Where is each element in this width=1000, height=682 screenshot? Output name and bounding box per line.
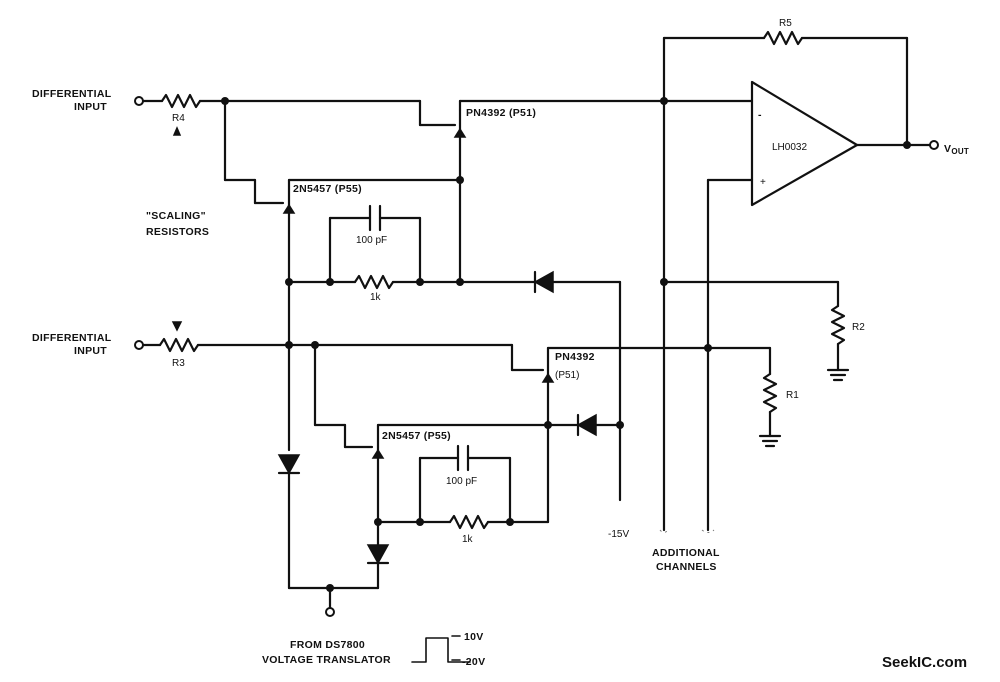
channel-1	[134, 93, 666, 502]
scaling-label-line1: "SCALING"	[146, 210, 206, 222]
control-line	[277, 280, 471, 663]
q4-label: 2N5457 (P55)	[382, 430, 451, 442]
r4-label: R4	[172, 113, 185, 124]
diode-1	[533, 270, 554, 294]
labels: DIFFERENTIAL INPUT R4 "SCALING" RESISTOR…	[32, 18, 969, 671]
resistor-r1	[762, 372, 778, 414]
diode-4	[366, 544, 390, 565]
r3-label: R3	[172, 358, 185, 369]
input-1-label-line2: INPUT	[74, 101, 107, 113]
q1-label: PN4392 (P51)	[466, 107, 536, 119]
res1k-a-label: 1k	[370, 292, 382, 303]
channel-2	[134, 321, 772, 530]
c2-label: 100 pF	[446, 476, 477, 487]
scaling-label-line2: RESISTORS	[146, 226, 209, 238]
resistor-r5	[762, 30, 804, 46]
vout-terminal	[929, 140, 939, 150]
neg15v-label: -15V	[608, 529, 629, 540]
opamp-label: LH0032	[772, 142, 807, 153]
resistor-r3	[158, 337, 200, 353]
q2-label: 2N5457 (P55)	[293, 183, 362, 195]
q3-label-line1: PN4392	[555, 351, 595, 363]
pulse-low-label: -20V	[462, 656, 485, 668]
r5-label: R5	[779, 18, 792, 29]
input-2-label-line2: INPUT	[74, 345, 107, 357]
from-label-line2: VOLTAGE TRANSLATOR	[262, 654, 391, 666]
input-1-label-line1: DIFFERENTIAL	[32, 88, 112, 100]
input-2-terminal	[134, 340, 144, 350]
resistor-r4	[160, 93, 202, 109]
pulse-waveform	[411, 637, 471, 663]
from-label-line1: FROM DS7800	[290, 639, 365, 651]
r2-label: R2	[852, 322, 865, 333]
diode-3	[277, 454, 301, 475]
opamp-plus: +	[760, 177, 766, 188]
diode-2	[576, 413, 597, 437]
resistor-r2	[830, 304, 846, 346]
vout-label: VOUT	[944, 143, 969, 156]
output-stage	[659, 30, 939, 533]
input-2-label-line1: DIFFERENTIAL	[32, 332, 112, 344]
opamp-minus: -	[758, 109, 762, 121]
res1k-b-label: 1k	[462, 534, 474, 545]
resistor-1k-a	[353, 274, 395, 290]
q3-label-line2: (P51)	[555, 370, 579, 381]
opamp-lh0032	[750, 80, 859, 207]
c1-label: 100 pF	[356, 235, 387, 246]
pulse-high-label: 10V	[464, 631, 484, 643]
watermark: SeekIC.com	[882, 654, 967, 671]
control-terminal	[325, 607, 335, 617]
r1-label: R1	[786, 390, 799, 401]
additional-channels-line1: ADDITIONAL	[652, 547, 720, 559]
input-1-terminal	[134, 96, 144, 106]
resistor-1k-b	[448, 514, 490, 530]
additional-channels-line2: CHANNELS	[656, 561, 717, 573]
